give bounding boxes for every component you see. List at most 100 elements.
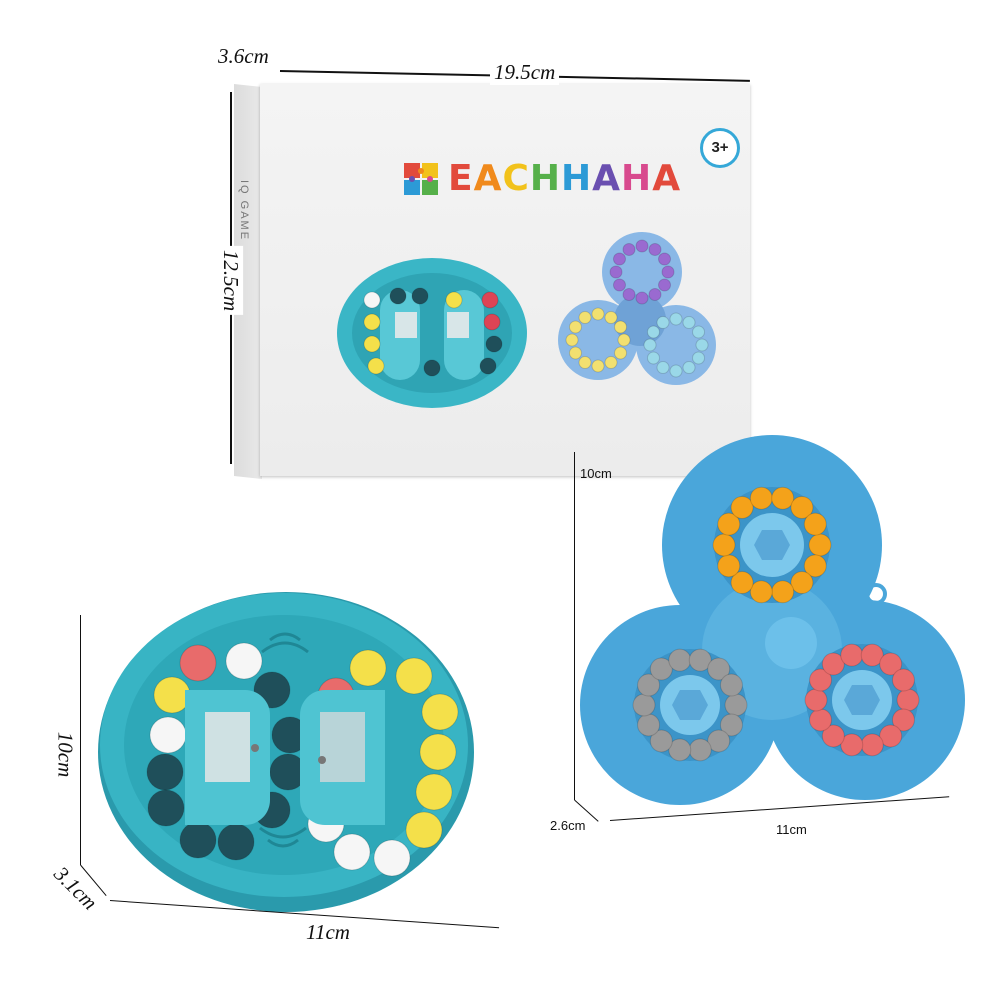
bead <box>896 688 920 712</box>
bead <box>860 643 884 667</box>
bead <box>669 364 683 378</box>
puzzle-logo-icon <box>404 162 438 195</box>
bead <box>719 673 743 697</box>
bead <box>821 724 845 748</box>
brand-header: EACHHAHA <box>402 158 681 199</box>
bead <box>612 278 626 292</box>
bead <box>578 356 592 370</box>
bead <box>790 495 814 519</box>
bead <box>643 338 657 352</box>
bead <box>646 325 660 339</box>
bead <box>692 325 706 339</box>
bead <box>879 652 903 676</box>
bead <box>591 307 605 321</box>
bead <box>423 359 441 377</box>
brand-letter: A <box>592 158 622 199</box>
bead <box>661 265 675 279</box>
age-badge: 3+ <box>700 128 740 168</box>
oval-width-label: 11cm <box>306 920 350 944</box>
box-oval-toy-image <box>337 258 527 408</box>
bead <box>749 580 773 604</box>
bead <box>405 811 443 849</box>
spinner-toy <box>580 435 965 805</box>
bead <box>479 357 497 375</box>
bead <box>688 738 712 762</box>
bead <box>389 287 407 305</box>
bead <box>481 291 499 309</box>
bead <box>632 693 656 717</box>
bead <box>421 693 459 731</box>
bead <box>149 716 187 754</box>
bead <box>649 657 673 681</box>
bead <box>622 288 636 302</box>
bead <box>803 554 827 578</box>
bead <box>349 649 387 687</box>
brand-letter: H <box>529 158 562 199</box>
bead <box>682 361 696 375</box>
spinner-height-label: 10cm <box>580 466 612 481</box>
bead <box>719 713 743 737</box>
brand-letter: C <box>502 158 530 199</box>
bead <box>809 708 833 732</box>
brand-name: EACHHAHA <box>448 158 681 199</box>
bead <box>363 313 381 331</box>
bead <box>891 668 915 692</box>
bead <box>411 287 429 305</box>
bead <box>635 291 649 305</box>
bead <box>717 554 741 578</box>
brand-letter: H <box>621 158 653 199</box>
bead <box>395 657 433 695</box>
bead <box>649 729 673 753</box>
bead <box>658 252 672 266</box>
bead <box>668 738 692 762</box>
bead <box>147 789 185 827</box>
bead <box>568 346 582 360</box>
bead <box>707 729 731 753</box>
bead <box>146 753 184 791</box>
bead <box>821 652 845 676</box>
bead <box>891 708 915 732</box>
brand-letters: EACHHAHA <box>448 158 681 199</box>
oval-toy-gates <box>185 690 385 825</box>
bead <box>717 512 741 536</box>
bead <box>565 333 579 347</box>
brand-letter: A <box>652 158 682 199</box>
bead <box>415 773 453 811</box>
bead <box>790 571 814 595</box>
bead <box>622 242 636 256</box>
brand-letter: H <box>561 158 593 199</box>
oval-height-label: 10cm <box>53 731 78 778</box>
bead <box>591 359 605 373</box>
oval-height-line <box>80 615 81 865</box>
bead <box>419 733 457 771</box>
bead <box>658 278 672 292</box>
bead <box>485 335 503 353</box>
box-depth-label: 3.6cm <box>218 44 269 68</box>
bead <box>217 823 255 861</box>
bead <box>648 288 662 302</box>
bead <box>840 643 864 667</box>
bead <box>879 724 903 748</box>
spinner-depth-label: 2.6cm <box>550 818 586 833</box>
bead <box>860 733 884 757</box>
bead <box>656 361 670 375</box>
bead <box>568 320 582 334</box>
spinner-width-label: 11cm <box>776 822 807 837</box>
box-width-label: 19.5cm <box>490 60 560 85</box>
bead <box>669 312 683 326</box>
bead <box>225 642 263 680</box>
bead <box>695 338 709 352</box>
bead <box>809 668 833 692</box>
bead <box>367 357 385 375</box>
bead <box>604 310 618 324</box>
bead <box>179 644 217 682</box>
bead <box>771 486 795 510</box>
bead <box>688 648 712 672</box>
bead <box>771 580 795 604</box>
bead <box>707 657 731 681</box>
bead <box>635 239 649 253</box>
bead <box>153 676 191 714</box>
spinner-height-line <box>574 452 575 800</box>
bead <box>445 291 463 309</box>
